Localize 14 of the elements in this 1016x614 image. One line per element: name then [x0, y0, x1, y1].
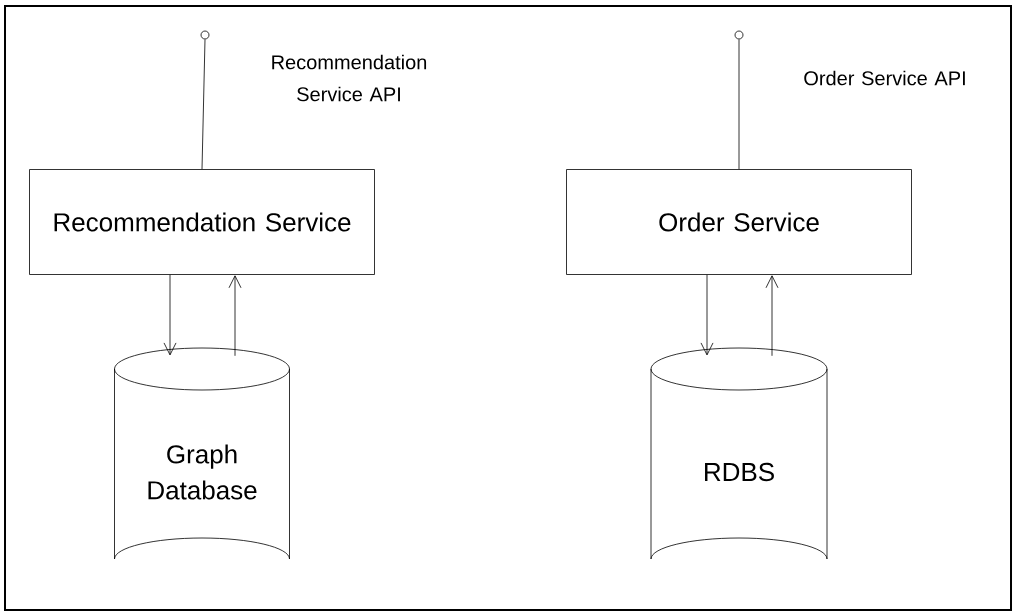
connector-line — [201, 39, 206, 170]
arrow — [228, 275, 242, 357]
node-label: Graph Database — [148, 444, 257, 500]
arrow — [700, 274, 714, 356]
database-cylinder: RDBS — [650, 347, 828, 560]
database-cylinder: Graph Database — [114, 347, 290, 560]
service-box: Recommendation Service — [29, 169, 375, 275]
arrow — [163, 274, 177, 356]
service-box: Order Service — [566, 169, 912, 275]
interface-label: Order Service API — [804, 70, 965, 86]
arrow — [765, 275, 779, 357]
node-label: RDBS — [705, 462, 774, 482]
connector-line — [738, 39, 740, 170]
interface-label: Recommendation Service API — [272, 54, 427, 102]
